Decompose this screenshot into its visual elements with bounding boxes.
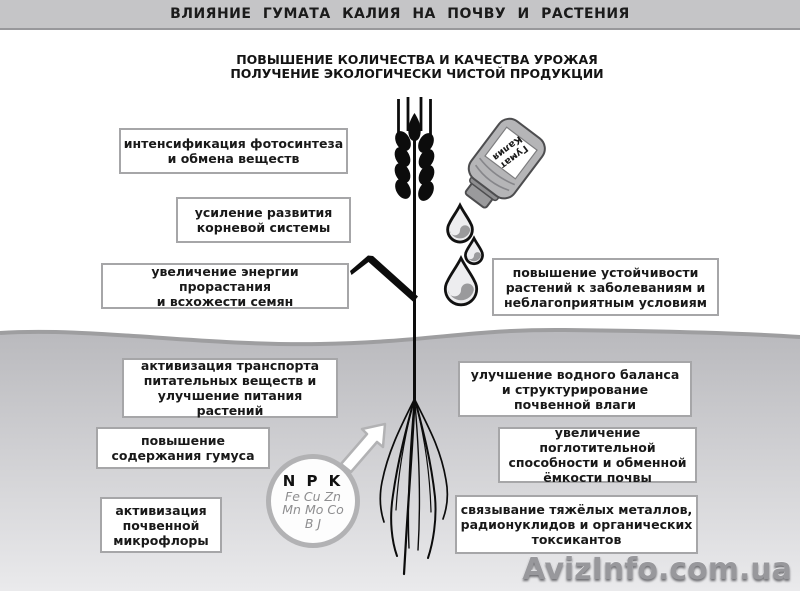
soil-surface-line xyxy=(0,327,800,347)
water-drops xyxy=(444,202,484,307)
npk-macro-elements-label: N P K xyxy=(282,471,344,490)
water-drop-icon xyxy=(446,202,474,244)
subtitle: ПОВЫШЕНИЕ КОЛИЧЕСТВА И КАЧЕСТВА УРОЖАЯ П… xyxy=(230,52,604,81)
package-label: Гумат Калия xyxy=(490,133,530,171)
benefit-box-water-balance: улучшение водного баланса и структуриров… xyxy=(458,361,692,417)
water-drop-icon xyxy=(444,255,478,307)
benefit-box-soil-microflora: активизация почвенной микрофлоры xyxy=(100,497,222,553)
benefit-box-photosynthesis: интенсификация фотосинтеза и обмена веще… xyxy=(119,128,348,174)
npk-nutrients-circle: N P K Fe Cu Zn Mn Mo Co B J xyxy=(266,454,360,548)
title-bar: ВЛИЯНИЕ ГУМАТА КАЛИЯ НА ПОЧВУ И РАСТЕНИЯ xyxy=(0,0,800,30)
wheat-plant-icon xyxy=(350,97,449,576)
npk-arrow-icon xyxy=(339,422,387,474)
package-label-line1: Гумат xyxy=(497,143,530,171)
benefit-box-root-system: усиление развития корневой системы xyxy=(176,197,351,243)
benefit-box-absorption-capacity: увеличение поглотительной способности и … xyxy=(498,425,697,485)
watermark: AvizInfo.com.ua xyxy=(522,552,792,587)
benefit-box-humus-content: повышение содержания гумуса xyxy=(96,427,270,469)
benefit-box-disease-resistance: повышение устойчивости растений к заболе… xyxy=(492,258,719,316)
benefit-box-nutrient-transport: активизация транспорта питательных вещес… xyxy=(122,358,338,418)
package-label-line2: Калия xyxy=(490,133,524,162)
water-drop-icon xyxy=(464,235,484,265)
npk-micro-elements-label: Fe Cu Zn Mn Mo Co B J xyxy=(282,488,344,531)
wheat-leaf xyxy=(350,255,418,302)
potassium-humate-package-icon: Гумат Калия xyxy=(464,117,546,209)
roots-icon xyxy=(379,397,449,576)
benefit-box-toxin-binding: связывание тяжёлых металлов, радионуклид… xyxy=(455,495,698,554)
page-title: ВЛИЯНИЕ ГУМАТА КАЛИЯ НА ПОЧВУ И РАСТЕНИЯ xyxy=(170,6,630,22)
benefit-box-germination: увеличение энергии прорастания и всхожес… xyxy=(101,263,349,309)
